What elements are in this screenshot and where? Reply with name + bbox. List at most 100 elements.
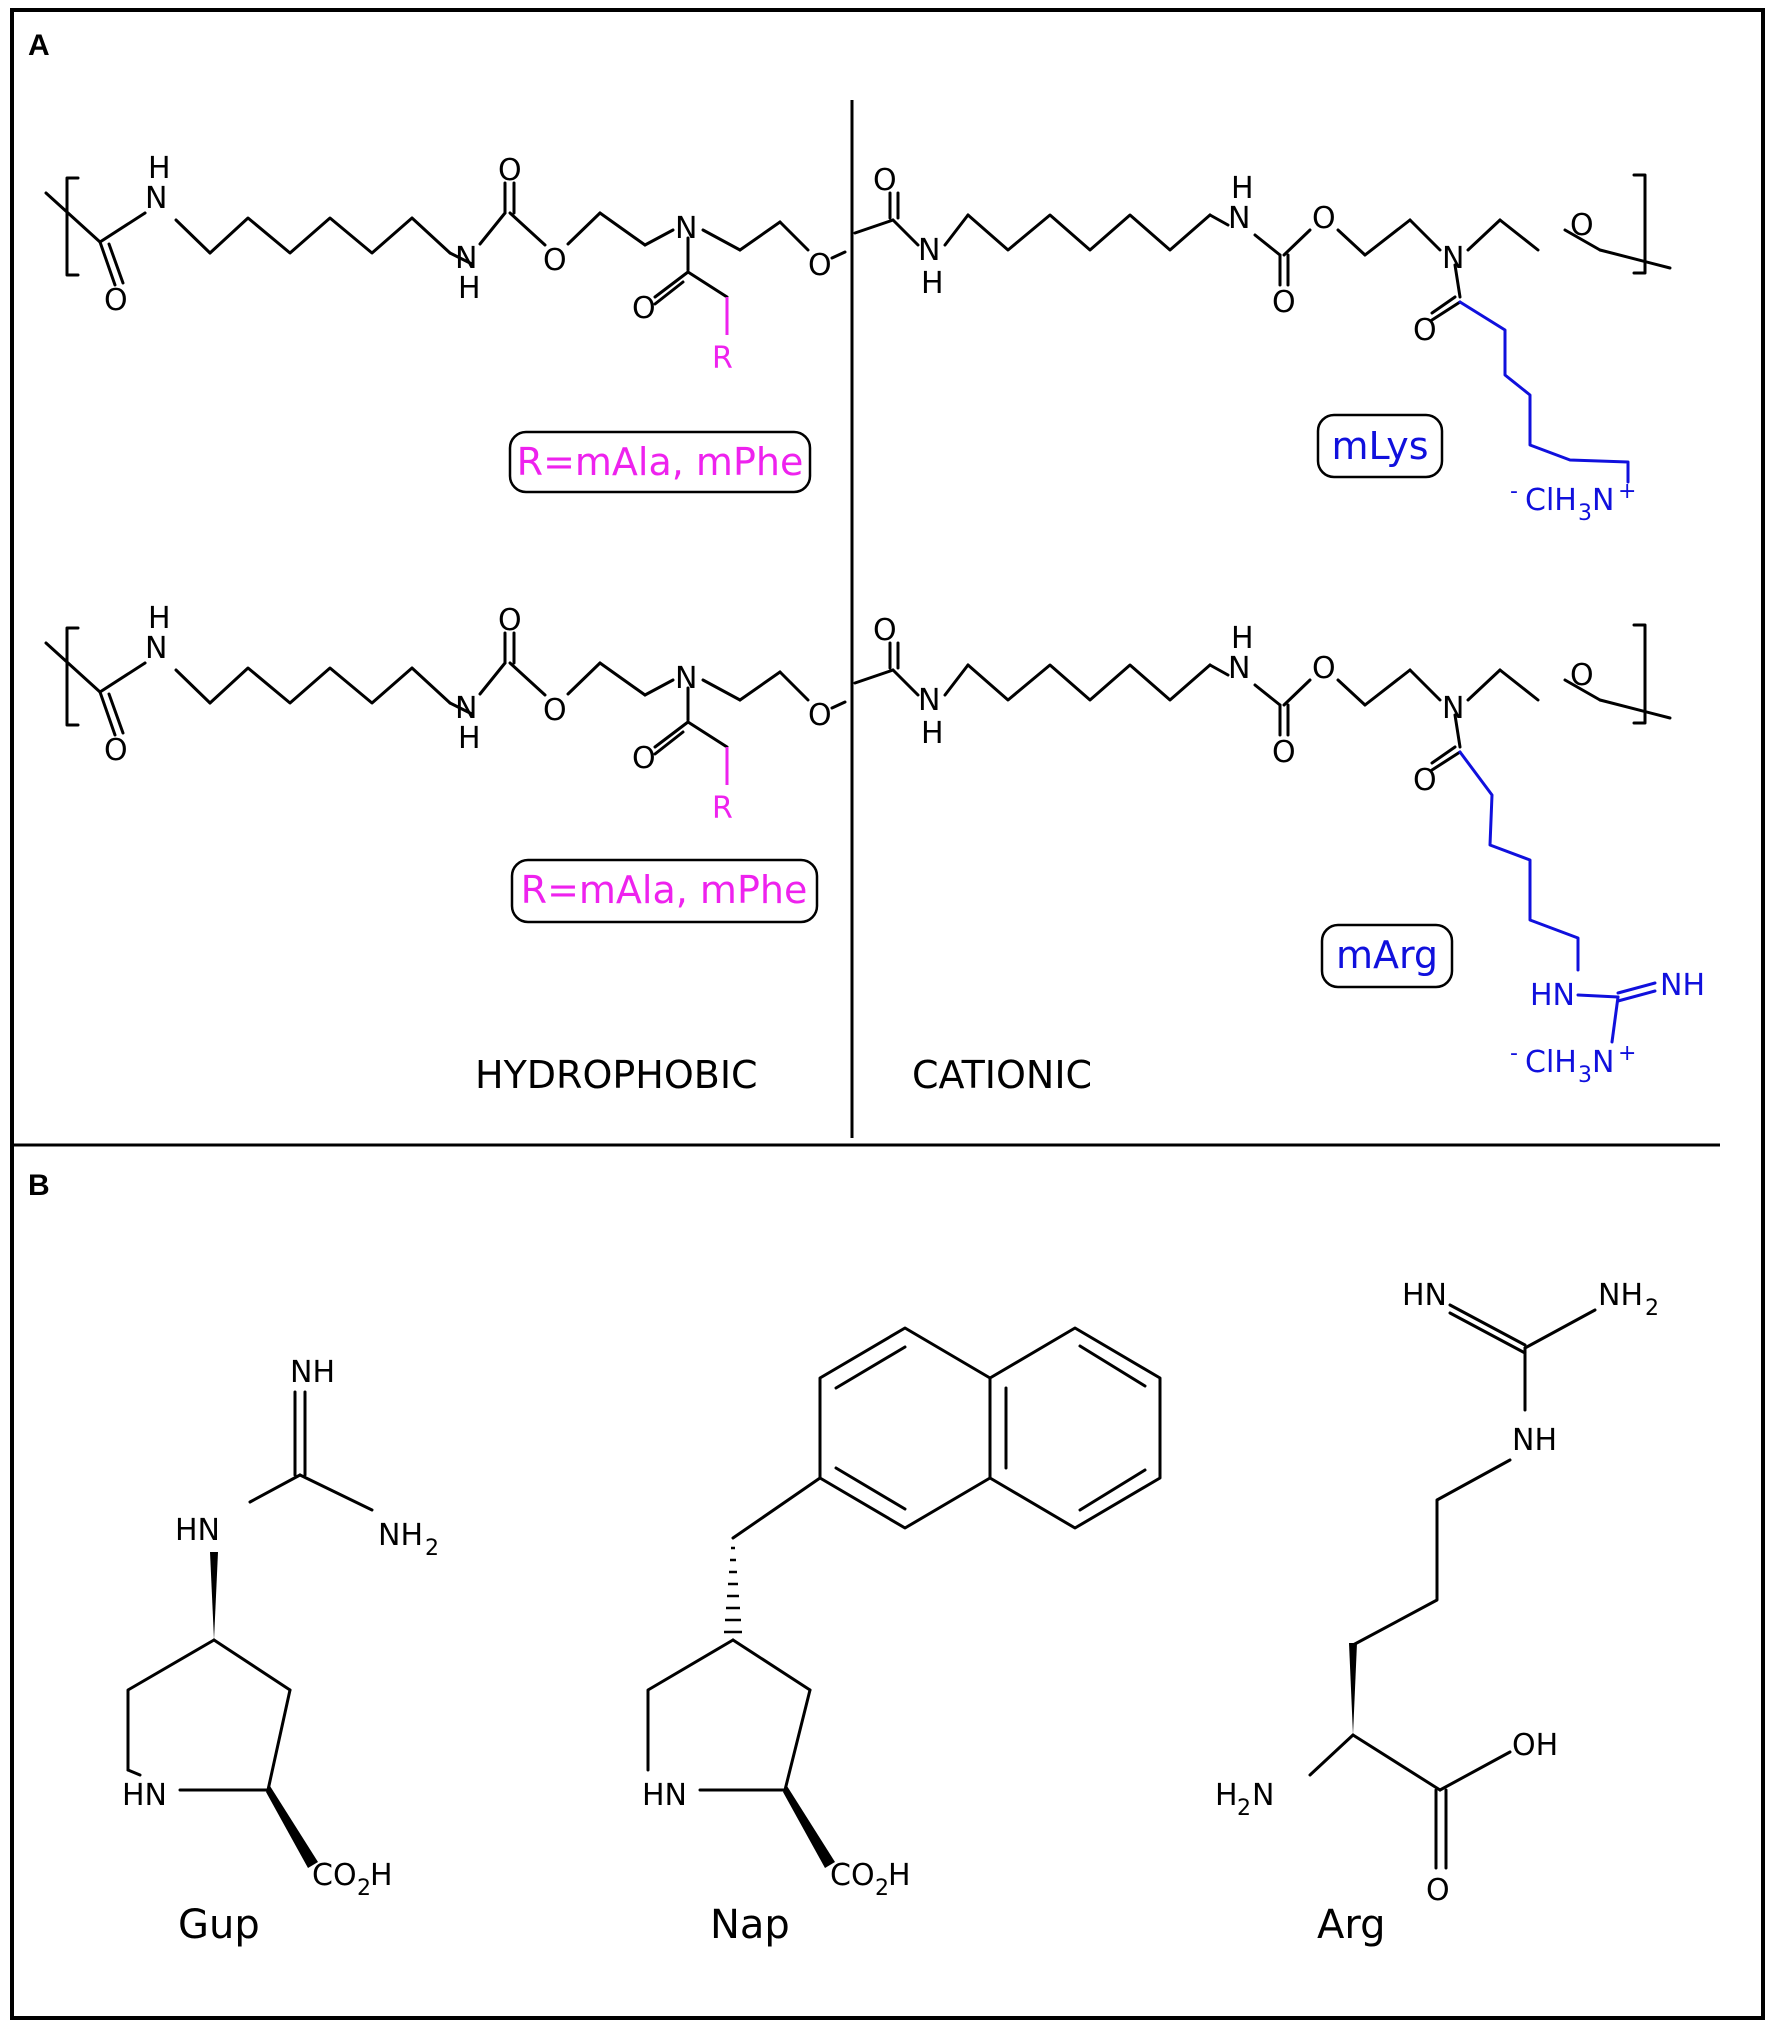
svg-text:HN: HN — [175, 1513, 220, 1548]
molecule-arg: HN NH 2 NH H 2 N OH O Arg — [1215, 1278, 1659, 1948]
svg-text:H: H — [888, 1858, 911, 1893]
svg-text:O: O — [873, 613, 897, 648]
svg-text:O: O — [543, 243, 567, 278]
svg-text:HN: HN — [1402, 1278, 1447, 1313]
svg-text:O: O — [104, 283, 128, 318]
svg-text:OH: OH — [1512, 1728, 1558, 1763]
svg-text:O: O — [808, 698, 832, 733]
svg-text:HN: HN — [122, 1778, 167, 1813]
svg-text:NH: NH — [1660, 968, 1705, 1003]
svg-text:H: H — [1215, 1778, 1238, 1813]
svg-text:O: O — [632, 741, 656, 776]
svg-text:2: 2 — [1237, 1796, 1251, 1821]
badge-r-top: R=mAla, mPhe — [508, 430, 812, 494]
svg-text:N: N — [455, 691, 477, 726]
svg-text:N: N — [918, 683, 940, 718]
svg-text:mArg: mArg — [1336, 933, 1438, 977]
svg-text:NH: NH — [378, 1518, 423, 1553]
svg-text:+: + — [1618, 1041, 1636, 1066]
panel-b-label: B — [28, 1169, 50, 1202]
svg-text:O: O — [1426, 1873, 1450, 1908]
svg-text:N: N — [1442, 691, 1464, 726]
svg-text:Gup: Gup — [178, 1902, 260, 1948]
polymer-top-cationic: O N H N H O O N O O - ClH 3 N + — [853, 163, 1672, 526]
svg-text:N: N — [918, 233, 940, 268]
svg-text:N: N — [675, 661, 697, 696]
svg-text:O: O — [1272, 285, 1296, 320]
svg-text:O: O — [1413, 763, 1437, 798]
badge-marg: mArg — [1320, 923, 1454, 989]
svg-text:H: H — [1231, 171, 1254, 206]
svg-text:3: 3 — [1578, 501, 1592, 526]
svg-text:N: N — [1228, 201, 1250, 236]
svg-text:2: 2 — [357, 1876, 371, 1901]
svg-text:O: O — [1413, 313, 1437, 348]
polymer-top-hydrophobic: N H O N H O O N O O R — [44, 151, 847, 376]
svg-text:Nap: Nap — [710, 1902, 790, 1948]
svg-text:NH: NH — [290, 1355, 335, 1390]
svg-text:N: N — [1228, 651, 1250, 686]
svg-text:R: R — [712, 791, 733, 826]
svg-text:ClH: ClH — [1525, 483, 1577, 518]
svg-text:O: O — [873, 163, 897, 198]
panel-a-label: A — [28, 29, 50, 62]
svg-text:O: O — [543, 693, 567, 728]
figure-frame — [10, 8, 1765, 2020]
svg-text:HN: HN — [1530, 978, 1575, 1013]
svg-text:N: N — [1592, 1045, 1614, 1080]
polymer-bottom-cationic: O N H N H O O N O O — [853, 613, 1672, 972]
svg-text:H: H — [921, 716, 944, 751]
svg-text:N: N — [1442, 241, 1464, 276]
molecule-nap: HN CO 2 H Nap — [642, 1326, 1162, 1948]
svg-text:O: O — [1570, 658, 1594, 693]
svg-text:H: H — [370, 1858, 393, 1893]
svg-text:O: O — [498, 603, 522, 638]
svg-text:H: H — [148, 601, 171, 636]
svg-text:N: N — [455, 241, 477, 276]
badge-r-bottom: R=mAla, mPhe — [510, 858, 819, 924]
svg-text:O: O — [632, 291, 656, 326]
label-hydrophobic: HYDROPHOBIC — [475, 1053, 758, 1097]
svg-text:2: 2 — [1645, 1296, 1659, 1321]
svg-text:+: + — [1618, 479, 1636, 504]
svg-text:H: H — [458, 271, 481, 306]
svg-text:O: O — [1570, 208, 1594, 243]
svg-text:2: 2 — [425, 1536, 439, 1561]
svg-text:N: N — [675, 211, 697, 246]
label-cationic: CATIONIC — [912, 1053, 1092, 1097]
svg-text:N: N — [1252, 1778, 1274, 1813]
svg-text:H: H — [1231, 621, 1254, 656]
svg-text:O: O — [1272, 735, 1296, 770]
svg-text:R=mAla, mPhe: R=mAla, mPhe — [521, 868, 808, 912]
svg-text:-: - — [1510, 1041, 1518, 1066]
svg-text:N: N — [145, 181, 167, 216]
molecule-gup: NH HN NH 2 HN CO 2 H Gup — [122, 1355, 439, 1948]
svg-text:H: H — [458, 721, 481, 756]
svg-text:H: H — [921, 266, 944, 301]
svg-text:O: O — [1312, 651, 1336, 686]
lys-ammonium-label: - ClH 3 N + — [1510, 479, 1636, 526]
polymer-bottom-hydrophobic: N H O N H O O N O O R — [44, 601, 847, 826]
svg-text:O: O — [498, 153, 522, 188]
svg-text:ClH: ClH — [1525, 1045, 1577, 1080]
svg-text:3: 3 — [1578, 1063, 1592, 1088]
svg-text:N: N — [1592, 483, 1614, 518]
svg-text:2: 2 — [875, 1876, 889, 1901]
svg-text:mLys: mLys — [1332, 424, 1429, 468]
svg-text:HN: HN — [642, 1778, 687, 1813]
arg-guanidinium-label: HN NH - ClH 3 N + — [1510, 968, 1705, 1088]
svg-text:NH: NH — [1512, 1423, 1557, 1458]
svg-text:H: H — [148, 151, 171, 186]
svg-text:R: R — [712, 341, 733, 376]
svg-text:CO: CO — [312, 1858, 357, 1893]
svg-text:O: O — [104, 733, 128, 768]
svg-text:-: - — [1510, 479, 1518, 504]
svg-text:Arg: Arg — [1317, 1902, 1386, 1948]
svg-text:R=mAla, mPhe: R=mAla, mPhe — [517, 440, 804, 484]
svg-text:N: N — [145, 631, 167, 666]
svg-text:CO: CO — [830, 1858, 875, 1893]
svg-text:NH: NH — [1598, 1278, 1643, 1313]
badge-mlys: mLys — [1316, 413, 1444, 479]
svg-text:O: O — [808, 248, 832, 283]
